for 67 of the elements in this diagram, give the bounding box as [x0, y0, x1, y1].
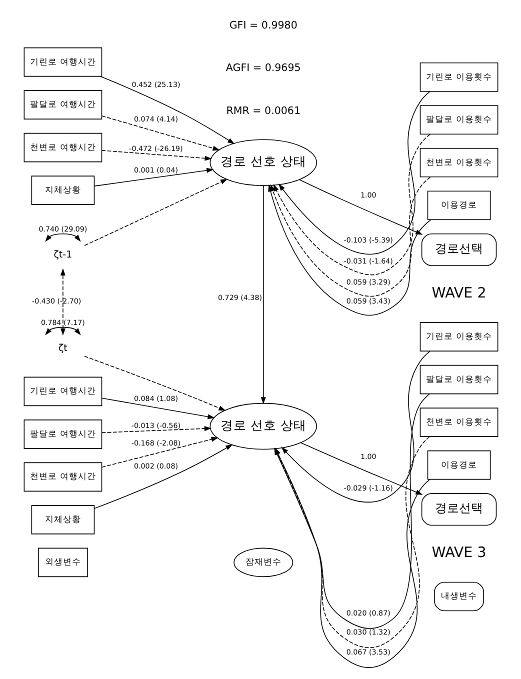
node-box: 팔달로 여행시간 — [23, 90, 102, 120]
arrow — [60, 268, 65, 336]
arrow — [44, 233, 80, 242]
node-box: 기린로 여행시간 — [23, 47, 102, 77]
node-box: 팔달로 이용횟수 — [419, 364, 498, 394]
label: WAVE 2 — [431, 286, 486, 302]
node-box: 팔달로 이용횟수 — [419, 105, 498, 134]
edge-label: 0.067 (3.53) — [346, 647, 390, 656]
arrow — [100, 150, 212, 161]
node-box: 이용경로 — [426, 450, 490, 480]
node-box: 기린로 이용횟수 — [419, 62, 498, 92]
node-box: 지체상황 — [30, 505, 94, 534]
arrow — [100, 426, 212, 434]
edge-label: 0.084 (1.08) — [133, 394, 178, 404]
edge-label: 0.020 (0.87) — [346, 608, 390, 618]
edge-label: -0.168 (-2.08) — [130, 438, 180, 448]
edge-label: 0.452 (25.13) — [131, 80, 180, 89]
edge-label: 0.729 (4.38) — [218, 293, 262, 302]
arrow — [260, 185, 266, 404]
node-box: 천변로 여행시간 — [23, 132, 102, 162]
node-box: 지체상황 — [30, 176, 94, 205]
node-box: 천변로 이용횟수 — [419, 148, 498, 178]
edge-label: 0.059 (3.29) — [346, 278, 390, 287]
node-box: 천변로 여행시간 — [23, 462, 102, 492]
node-box: 기린로 여행시간 — [23, 376, 102, 406]
legend-label: 내생변수 — [440, 592, 477, 602]
arrow — [280, 350, 430, 503]
label: AGFI = 0.9695 — [225, 62, 300, 74]
edge-label: 1.00 — [360, 452, 376, 461]
arrow — [44, 326, 80, 336]
edge-label: -0.472 (-26.19) — [128, 144, 182, 153]
arrow — [100, 436, 218, 468]
edge-label: 0.030 (1.32) — [346, 628, 390, 637]
edge-label: 0.059 (3.43) — [346, 296, 390, 306]
node-box: 경로선택 — [420, 493, 496, 526]
label: WAVE 3 — [431, 545, 486, 562]
edge-label: 0.740 (29.09) — [38, 224, 87, 234]
arrow — [94, 444, 232, 509]
arrow — [100, 116, 220, 151]
edge-label: -0.430 (-2.70) — [32, 296, 81, 306]
edge-label: -0.029 (-1.16) — [343, 484, 392, 493]
edge-label: 0.002 (0.08) — [133, 461, 178, 470]
arrow — [278, 91, 430, 254]
edge-label: 1.00 — [360, 190, 376, 200]
node-box: 경로선택 — [420, 233, 496, 266]
edge-label: 0.001 (0.04) — [133, 165, 178, 174]
node-box: 팔달로 여행시간 — [23, 420, 102, 449]
legend-label: 외생변수 — [44, 558, 80, 568]
legend-label: 잠재변수 — [244, 558, 281, 568]
arrow — [100, 398, 214, 420]
node-box: 기린로 이용횟수 — [419, 322, 498, 352]
arrow — [94, 168, 214, 186]
edge-label: 0.784 (7.17) — [40, 318, 84, 328]
arrow — [272, 134, 430, 276]
arrow — [100, 76, 234, 144]
arrow — [84, 178, 228, 246]
edge-label: -0.013 (-0.56) — [130, 421, 180, 430]
edge-label: -0.031 (-1.64) — [343, 256, 392, 266]
node-text: ζt-1 — [53, 250, 72, 261]
label: RMR = 0.0061 — [226, 104, 300, 117]
edge-label: 0.074 (4.14) — [133, 114, 178, 124]
label: GFI = 0.9980 — [228, 19, 297, 32]
node-box: 이용경로 — [426, 190, 490, 220]
edge-label: -0.103 (-5.39) — [343, 236, 392, 245]
arrow — [84, 356, 226, 411]
node-text: ζt — [58, 343, 67, 354]
node-box: 천변로 이용횟수 — [419, 408, 498, 437]
